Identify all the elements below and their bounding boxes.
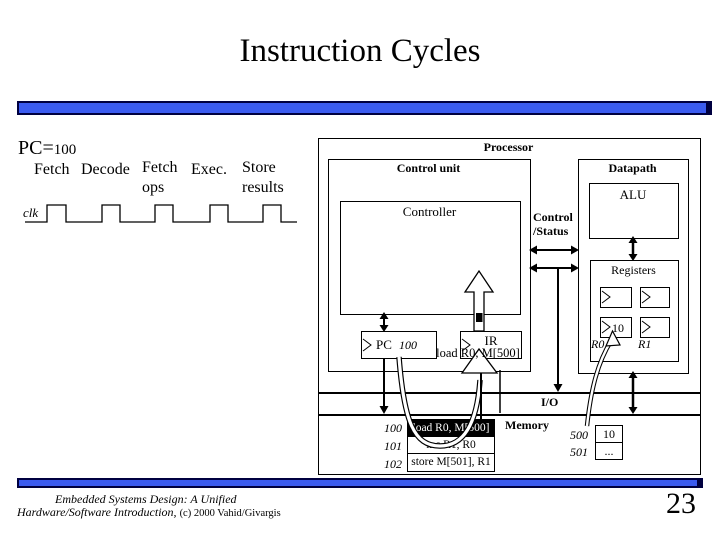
clk-label: clk [23,205,39,220]
r0-value: 10 [612,321,624,335]
processor-box [318,138,701,394]
mem-data-addr-501: 501 [570,445,588,459]
ir-register-box: IR [460,331,522,359]
footer-line1: Embedded Systems Design: A Unified [55,492,237,506]
register-cell-r1 [640,317,670,338]
registers-label: Registers [611,263,656,277]
mem-data-cell-500: 10 [595,425,623,443]
phase-label-fetch1: Fetch [34,161,70,178]
page-number: 23 [666,487,696,520]
controller-box [340,201,521,315]
io-label: I/O [541,395,559,409]
ir-register-label: IR [484,333,498,348]
pc-equals-value: 100 [53,142,77,158]
register-cell [600,287,632,308]
control-unit-label: Control unit [396,161,461,175]
mem-instr-row-102: store M[501], R1 [407,453,495,472]
bottom-divider-bar [17,478,703,488]
alu-label: ALU [619,187,647,202]
clock-edge-icon [362,338,372,352]
mem-data-cell-501: ... [595,442,623,460]
pc-register-box: PC 100 [361,331,437,359]
pc-register-label: PC [376,337,392,352]
footer-line2: Hardware/Software Introduction, (c) 2000… [17,505,281,519]
pc-equals-label: PC= [18,137,54,159]
mem-addr-102: 102 [384,457,402,471]
pc-equals-text: PC=100 [18,138,76,158]
memory-label: Memory [505,418,549,432]
mem-addr-101: 101 [384,439,402,453]
processor-label: Processor [483,140,534,154]
top-divider-bar [17,101,712,115]
pc-register-value: 100 [399,338,417,352]
r1-label: R1 [638,337,652,351]
datapath-label: Datapath [608,161,657,175]
phase-label-exec: Exec. [191,161,227,178]
r0-label: R0 [591,337,605,351]
page-title: Instruction Cycles [239,33,481,69]
phase-label-decode: Decode [81,161,130,178]
clock-waveform [25,204,297,223]
clock-edge-icon [601,290,611,304]
clock-edge-icon [641,320,651,334]
mem-data-addr-500: 500 [570,428,588,442]
footer-credit: (c) 2000 Vahid/Givargis [179,508,281,519]
mem-addr-100: 100 [384,421,402,435]
control-status-label: Control /Status [533,210,573,238]
memory-box [318,414,701,475]
register-cell [640,287,670,308]
clock-edge-icon [641,290,651,304]
io-box [318,392,701,416]
clock-edge-icon [601,320,611,334]
register-cell-r0: 10 [600,317,632,338]
controller-label: Controller [402,204,457,219]
